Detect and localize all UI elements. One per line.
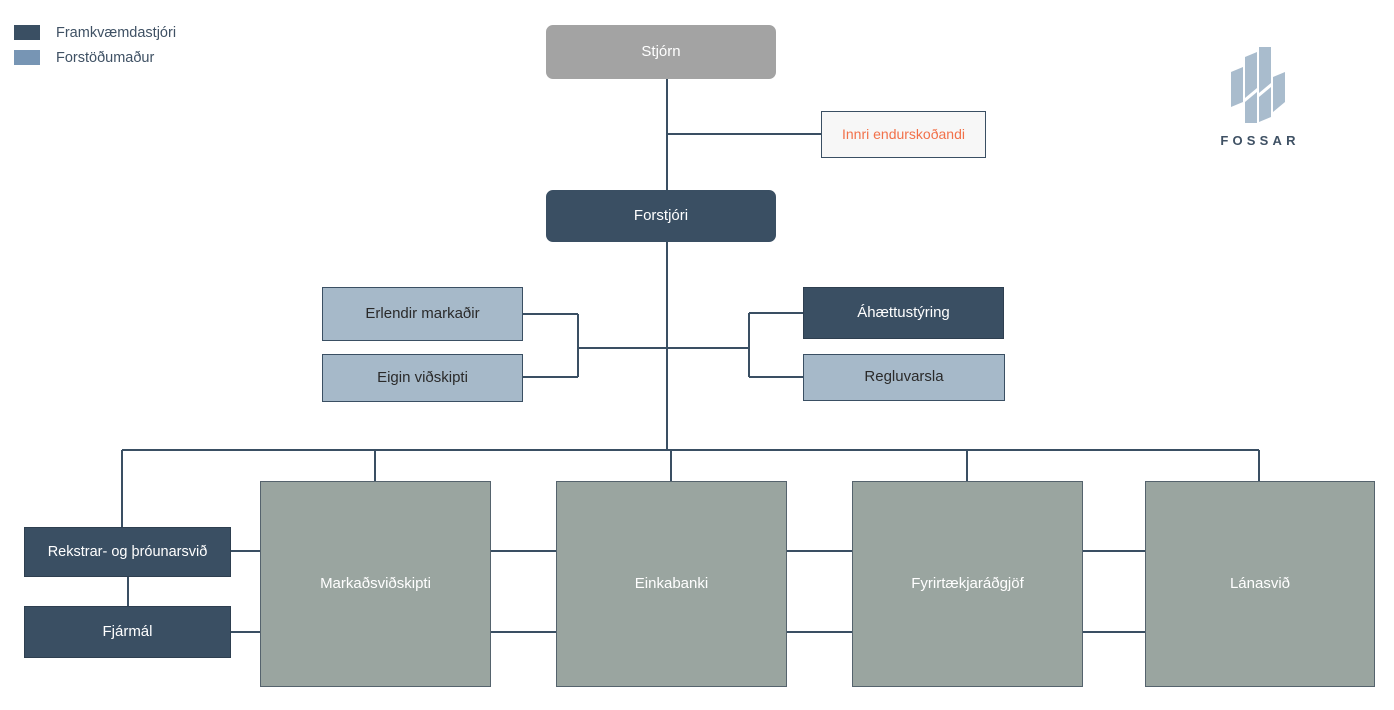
node-lending[interactable]: Lánasvið — [1145, 481, 1375, 687]
node-corporate-advisory-label: Fyrirtækjaráðgjöf — [911, 574, 1024, 592]
legend-label-manager: Forstöðumaður — [56, 49, 155, 66]
node-compliance[interactable]: Regluvarsla — [803, 354, 1005, 401]
legend: Framkvæmdastjóri Forstöðumaður — [14, 21, 176, 71]
node-operations-development[interactable]: Rekstrar- og þróunarsvið — [24, 527, 231, 577]
node-market-trading[interactable]: Markaðsviðskipti — [260, 481, 491, 687]
node-operations-development-label: Rekstrar- og þróunarsvið — [47, 543, 208, 560]
node-foreign-markets-label: Erlendir markaðir — [365, 304, 480, 322]
node-private-banking[interactable]: Einkabanki — [556, 481, 787, 687]
legend-swatch-executive — [14, 25, 40, 40]
node-board-label: Stjórn — [641, 42, 681, 60]
node-risk-management[interactable]: Áhættustýring — [803, 287, 1004, 339]
node-risk-management-label: Áhættustýring — [857, 303, 950, 321]
node-finance[interactable]: Fjármál — [24, 606, 231, 658]
fossar-logo: FOSSAR — [1213, 45, 1303, 155]
legend-item-executive: Framkvæmdastjóri — [14, 21, 176, 44]
node-internal-auditor-label: Innri endurskoðandi — [842, 125, 965, 142]
node-private-banking-label: Einkabanki — [634, 574, 709, 592]
node-board[interactable]: Stjórn — [546, 25, 776, 79]
fossar-wordmark: FOSSAR — [1220, 133, 1300, 148]
node-lending-label: Lánasvið — [1229, 574, 1291, 592]
node-market-trading-label: Markaðsviðskipti — [320, 574, 431, 592]
node-ceo[interactable]: Forstjóri — [546, 190, 776, 242]
legend-item-manager: Forstöðumaður — [14, 46, 176, 69]
node-foreign-markets[interactable]: Erlendir markaðir — [322, 287, 523, 341]
node-corporate-advisory[interactable]: Fyrirtækjaráðgjöf — [852, 481, 1083, 687]
node-ceo-label: Forstjóri — [633, 206, 689, 224]
node-internal-auditor[interactable]: Innri endurskoðandi — [821, 111, 986, 158]
node-proprietary-trading-label: Eigin viðskipti — [377, 368, 468, 386]
legend-swatch-manager — [14, 50, 40, 65]
node-finance-label: Fjármál — [102, 622, 153, 640]
node-compliance-label: Regluvarsla — [864, 368, 944, 386]
node-proprietary-trading[interactable]: Eigin viðskipti — [322, 354, 523, 402]
fossar-logo-mark — [1231, 47, 1285, 123]
legend-label-executive: Framkvæmdastjóri — [56, 24, 177, 41]
